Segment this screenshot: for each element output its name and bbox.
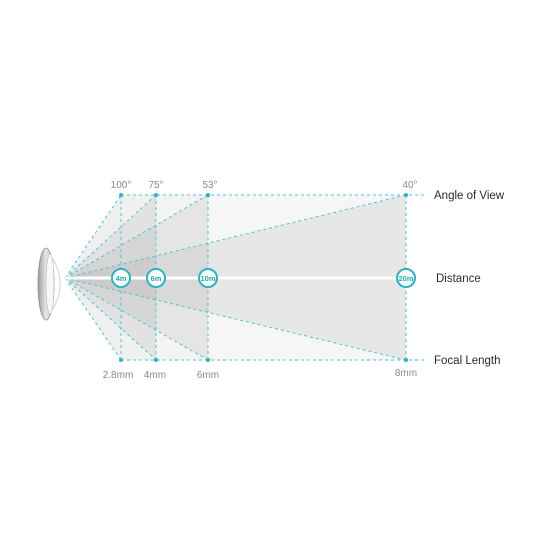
row-label-distance: Distance bbox=[436, 273, 481, 285]
focal-label-2-8mm: 2.8mm bbox=[103, 370, 134, 381]
angle-label-40: 40° bbox=[402, 180, 417, 191]
distance-marker-6m: 6m bbox=[146, 268, 166, 288]
focal-label-8mm: 8mm bbox=[395, 368, 417, 379]
guide-dots bbox=[119, 193, 408, 362]
row-label-angle-of-view: Angle of View bbox=[434, 190, 505, 202]
row-label-focal-length: Focal Length bbox=[434, 355, 501, 367]
distance-label-10m: 10m bbox=[200, 274, 215, 283]
distance-marker-20m: 20m bbox=[396, 268, 416, 288]
distance-marker-4m: 4m bbox=[111, 268, 131, 288]
focal-label-6mm: 6mm bbox=[197, 370, 219, 381]
distance-label-20m: 20m bbox=[398, 274, 413, 283]
distance-label-4m: 4m bbox=[116, 274, 127, 283]
angle-label-100: 100° bbox=[111, 180, 132, 191]
angle-label-53: 53° bbox=[202, 180, 217, 191]
camera-lens-icon bbox=[37, 247, 61, 321]
focal-label-4mm: 4mm bbox=[144, 370, 166, 381]
distance-label-6m: 6m bbox=[151, 274, 162, 283]
angle-label-75: 75° bbox=[148, 180, 163, 191]
distance-marker-10m: 10m bbox=[198, 268, 218, 288]
guide-lines bbox=[64, 194, 425, 361]
